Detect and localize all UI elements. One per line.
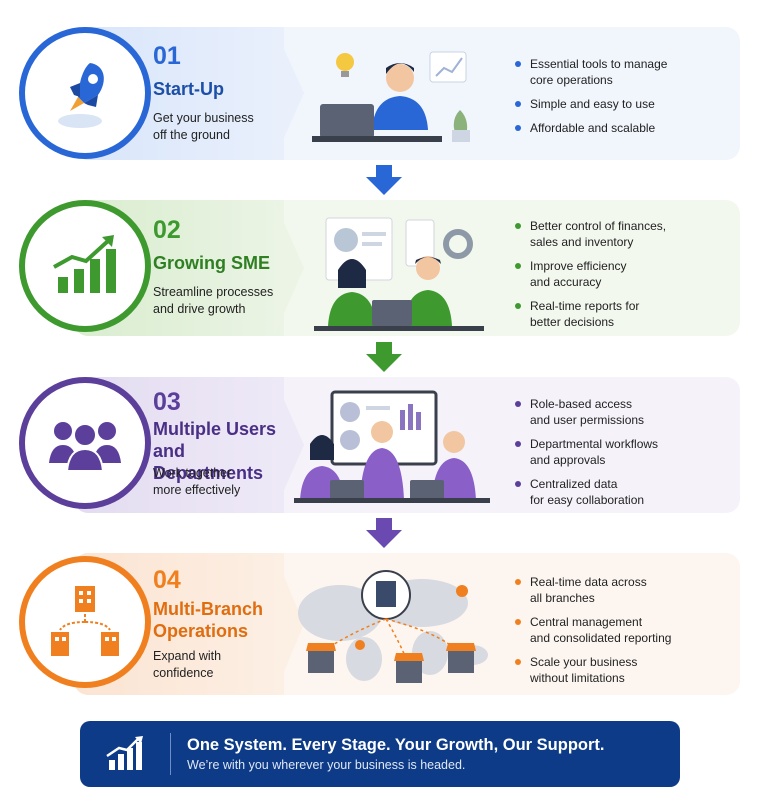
stage-title: Start-Up [153, 79, 224, 99]
startup-illustration [312, 51, 470, 142]
list-item: Improve efficiency and accuracy [514, 258, 739, 290]
stage-card [74, 553, 740, 695]
footer-subline: We’re with you wherever your business is… [187, 758, 466, 772]
branch-buildings-icon [51, 586, 119, 656]
stage-bullet-list: Role-based access and user permissions D… [514, 396, 739, 516]
lightbulb-icon [336, 53, 354, 71]
stage-icon-circle [19, 200, 151, 332]
stage-description: Streamline processes and drive growth [153, 285, 274, 316]
multiple-users-illustration [294, 390, 490, 503]
stage-title: Growing SME [153, 253, 270, 273]
stage-title: Multiple Users and Departments [153, 419, 277, 483]
down-arrow-icon [366, 165, 402, 195]
growth-chart-icon [53, 235, 116, 293]
down-arrow-icon [366, 518, 402, 548]
list-item: Essential tools to manage core operation… [514, 56, 739, 88]
stage-description: Get your business off the ground [153, 111, 254, 142]
stage-number: 01 [153, 42, 181, 70]
list-item: Better control of finances, sales and in… [514, 218, 739, 250]
list-item: Real-time reports for better decisions [514, 298, 739, 330]
rocket-icon [58, 63, 104, 128]
down-arrow-icon [366, 342, 402, 372]
growth-chart-icon [106, 736, 143, 770]
stage-icon-circle [19, 27, 151, 159]
growing-sme-illustration [314, 217, 484, 331]
list-item: Central management and consolidated repo… [514, 614, 739, 646]
footer-headline: One System. Every Stage. Your Growth, Ou… [187, 736, 605, 754]
stage-description: Expand with confidence [153, 649, 222, 680]
list-item: Scale your business without limitations [514, 654, 739, 686]
stage-number: 02 [153, 216, 181, 244]
list-item: Centralized data for easy collaboration [514, 476, 739, 508]
users-group-icon [49, 422, 121, 472]
stage-title: Multi-Branch Operations [153, 599, 263, 641]
footer-banner: One System. Every Stage. Your Growth, Ou… [80, 721, 680, 787]
stage-bullet-list: Essential tools to manage core operation… [514, 56, 739, 144]
stage-icon-circle [19, 377, 151, 509]
stage-number: 04 [153, 566, 181, 594]
list-item: Real-time data across all branches [514, 574, 739, 606]
stage-bullet-list: Better control of finances, sales and in… [514, 218, 739, 338]
stage-description: Work together more effectively [153, 466, 241, 497]
list-item: Simple and easy to use [514, 96, 739, 112]
list-item: Role-based access and user permissions [514, 396, 739, 428]
list-item: Departmental workflows and approvals [514, 436, 739, 468]
stage-icon-circle [19, 556, 151, 688]
list-item: Affordable and scalable [514, 120, 739, 136]
stage-bullet-list: Real-time data across all branches Centr… [514, 574, 739, 694]
stage-number: 03 [153, 388, 181, 416]
multi-branch-map-illustration [298, 570, 488, 683]
